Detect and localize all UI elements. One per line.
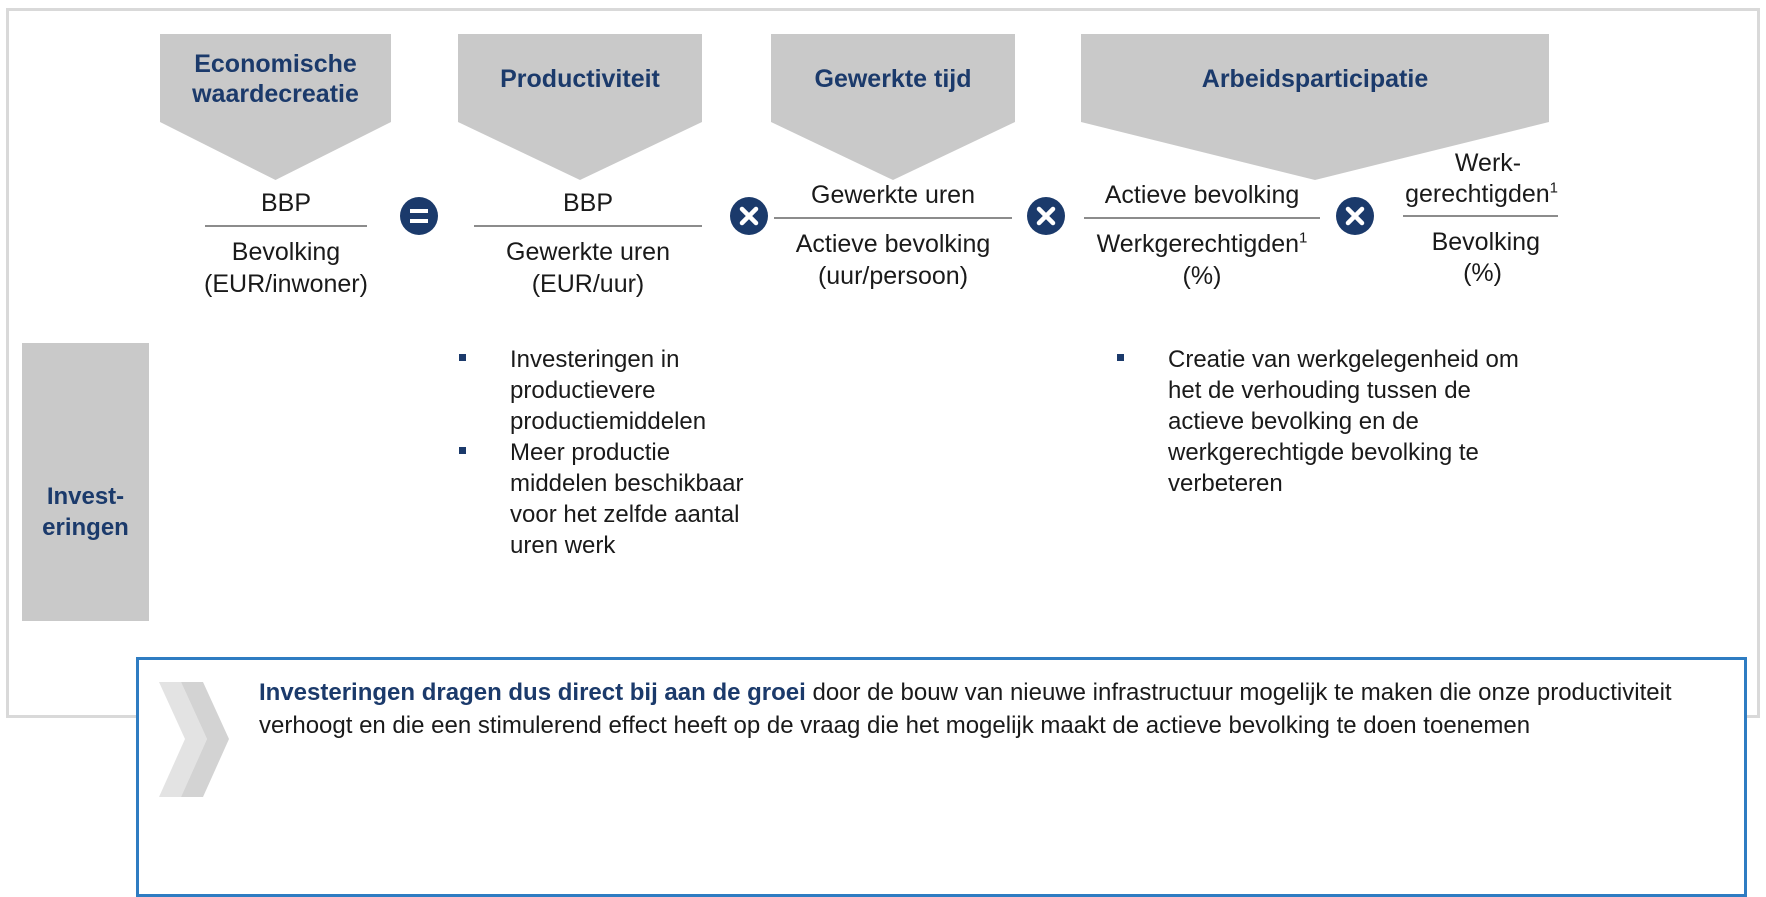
productivity-bullets: Investeringen in productievere productie… bbox=[459, 345, 759, 562]
header-economische-waardecreatie: Economische waardecreatie bbox=[160, 34, 391, 180]
unit-label: (%) bbox=[1463, 258, 1502, 287]
numerator-line1: Werk- bbox=[1454, 149, 1522, 177]
denominator: Bevolking (EUR/inwoner) bbox=[186, 227, 386, 300]
bullet-marker bbox=[459, 446, 466, 454]
unit-label: (%) bbox=[1182, 261, 1222, 290]
unit-label: (uur/persoon) bbox=[817, 261, 969, 290]
fraction-bbp-per-inwoner: BBP Bevolking (EUR/inwoner) bbox=[186, 188, 386, 300]
list-item: Creatie van werkgelegenheid om het de ve… bbox=[1117, 345, 1537, 500]
times-icon bbox=[1336, 197, 1374, 235]
numerator: Werk- gerechtigden1 bbox=[1378, 148, 1558, 215]
footnote-marker: 1 bbox=[1549, 179, 1558, 197]
frame-border bbox=[1746, 715, 1760, 718]
footnote-marker: 1 bbox=[1299, 229, 1308, 247]
denominator: Bevolking (%) bbox=[1378, 217, 1558, 290]
numerator: Gewerkte uren bbox=[811, 181, 975, 209]
bullet-marker bbox=[1117, 354, 1124, 361]
denominator-label: Actieve bevolking bbox=[795, 230, 991, 259]
numerator: BBP bbox=[260, 189, 312, 217]
fraction-bbp-per-uur: BBP Gewerkte uren (EUR/uur) bbox=[473, 188, 703, 300]
header-label: Productiviteit bbox=[500, 64, 660, 93]
denominator: Gewerkte uren (EUR/uur) bbox=[473, 227, 703, 300]
times-icon bbox=[1027, 197, 1065, 235]
conclusion-callout: Investeringen dragen dus direct bij aan … bbox=[136, 657, 1747, 897]
side-label-line: Invest- bbox=[46, 482, 125, 510]
callout-text: Investeringen dragen dus direct bij aan … bbox=[259, 676, 1709, 742]
fraction-line bbox=[474, 225, 702, 228]
denominator-label: Bevolking bbox=[231, 238, 341, 267]
bullet-text: Meer productie middelen beschikbaar voor… bbox=[510, 438, 744, 559]
denominator-text: Werkgerechtigden bbox=[1096, 230, 1300, 259]
denominator-label: Gewerkte uren bbox=[506, 238, 670, 267]
denominator: Actieve bevolking (uur/persoon) bbox=[774, 219, 1012, 292]
callout-body-text: door de bouw van nieuwe infrastructuur m… bbox=[259, 679, 1672, 740]
header-gewerkte-tijd: Gewerkte tijd bbox=[771, 34, 1015, 180]
fraction-actieve-per-werkgerechtigden: Actieve bevolking Werkgerechtigden1 (%) bbox=[1082, 180, 1322, 292]
header-label: Arbeidsparticipatie bbox=[1201, 64, 1429, 93]
list-item: Meer productie middelen beschikbaar voor… bbox=[459, 438, 759, 562]
numerator: Actieve bevolking bbox=[1104, 181, 1300, 209]
bullet-text: Investeringen in productievere productie… bbox=[510, 346, 707, 435]
bullet-text: Creatie van werkgelegenheid om het de ve… bbox=[1168, 346, 1519, 497]
header-arbeidsparticipatie: Arbeidsparticipatie bbox=[1081, 34, 1549, 180]
denominator-label: Bevolking bbox=[1431, 227, 1540, 256]
fraction-line bbox=[205, 225, 367, 228]
double-chevron-icon bbox=[159, 682, 229, 797]
numerator-text: gerechtigden bbox=[1405, 180, 1550, 209]
fraction-line bbox=[1084, 217, 1320, 220]
times-icon bbox=[730, 197, 768, 235]
numerator: BBP bbox=[562, 189, 614, 217]
header-label: Economische waardecreatie bbox=[192, 50, 359, 108]
fraction-uren-per-persoon: Gewerkte uren Actieve bevolking (uur/per… bbox=[774, 180, 1012, 292]
header-productiviteit: Productiviteit bbox=[458, 34, 702, 180]
diagram-frame bbox=[6, 8, 1760, 718]
frame-border bbox=[6, 715, 136, 718]
participation-bullets: Creatie van werkgelegenheid om het de ve… bbox=[1117, 345, 1537, 500]
list-item: Investeringen in productievere productie… bbox=[459, 345, 759, 438]
bullet-marker bbox=[459, 354, 466, 361]
side-label-line: eringen bbox=[42, 514, 129, 541]
header-label: Gewerkte tijd bbox=[814, 64, 972, 93]
unit-label: (EUR/uur) bbox=[531, 269, 645, 298]
callout-bold-text: Investeringen dragen dus direct bij aan … bbox=[259, 679, 806, 706]
fraction-line bbox=[1403, 214, 1558, 217]
fraction-werkgerechtigden-per-bevolking: Werk- gerechtigden1 Bevolking (%) bbox=[1378, 148, 1558, 289]
side-label-investeringen: Invest- eringen bbox=[22, 343, 149, 621]
numerator-line2: gerechtigden1 bbox=[1378, 179, 1558, 210]
equals-icon bbox=[400, 197, 438, 235]
unit-label: (EUR/inwoner) bbox=[204, 269, 368, 298]
denominator-label: Werkgerechtigden1 bbox=[1082, 229, 1322, 260]
denominator: Werkgerechtigden1 (%) bbox=[1082, 219, 1322, 292]
fraction-line bbox=[774, 217, 1012, 220]
